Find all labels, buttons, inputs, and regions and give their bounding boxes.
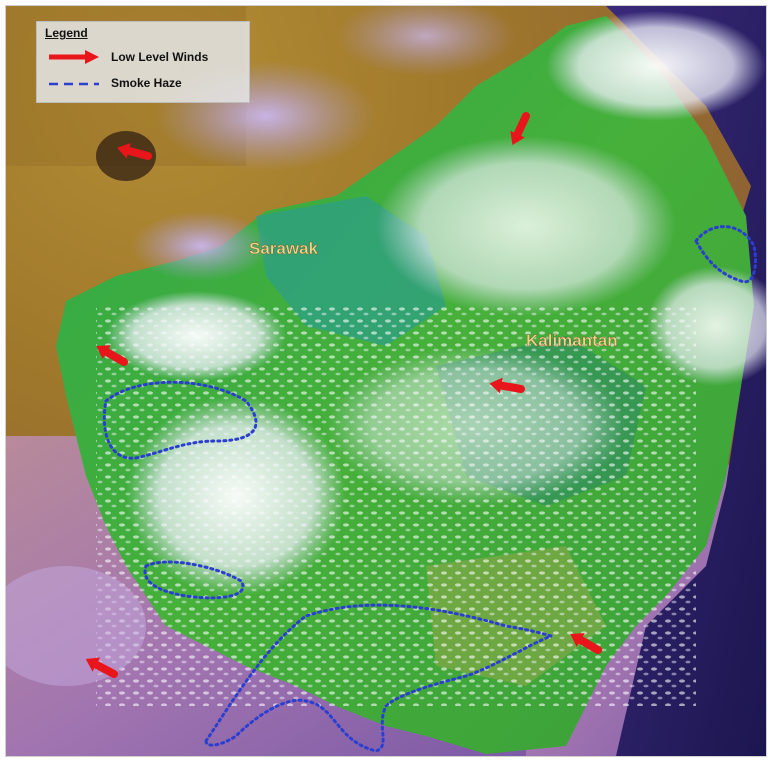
legend-label-smoke-haze: Smoke Haze — [111, 76, 182, 90]
wind-arrow — [570, 633, 602, 654]
map-legend: Legend Low Level Winds Smoke Haze — [36, 21, 250, 103]
smoke-haze-area-west — [102, 380, 258, 460]
place-label-kalimantan: Kalimantan — [526, 331, 618, 350]
wind-arrow — [510, 112, 530, 146]
cloud-mass-centre-south — [326, 346, 626, 506]
wind-arrows — [85, 112, 602, 678]
satellite-image-frame: Sarawak Kalimantan — [5, 5, 767, 757]
smoke-haze-area-southwest — [143, 560, 245, 600]
lilac-cloud-top — [336, 6, 516, 76]
haze-sw — [6, 566, 146, 686]
cloud-mass-east — [646, 266, 766, 386]
cloud-mass-central — [376, 136, 676, 316]
place-label-sarawak: Sarawak — [249, 239, 319, 258]
smoke-haze-area-east — [694, 225, 757, 284]
cloud-mass-west — [126, 396, 346, 596]
legend-item-smoke-haze: Smoke Haze — [45, 74, 182, 92]
red-arrow-icon — [49, 50, 99, 64]
wind-arrow — [96, 345, 128, 366]
sea-east — [606, 6, 766, 756]
lilac-cloud-west — [131, 211, 271, 281]
legend-title: Legend — [45, 26, 88, 40]
blue-dashed-line-icon — [49, 82, 99, 86]
legend-item-low-level-winds: Low Level Winds — [45, 48, 208, 66]
cloud-mass-ne — [546, 11, 766, 121]
smoke-haze-area-south — [204, 603, 556, 753]
smoke-haze-areas — [102, 225, 757, 753]
wind-arrow — [489, 377, 525, 394]
legend-label-low-level-winds: Low Level Winds — [111, 50, 209, 64]
wind-arrow — [117, 143, 152, 160]
cloud-mass-sw — [106, 291, 286, 381]
wind-arrow — [85, 657, 118, 678]
satellite-map: Sarawak Kalimantan — [6, 6, 766, 756]
